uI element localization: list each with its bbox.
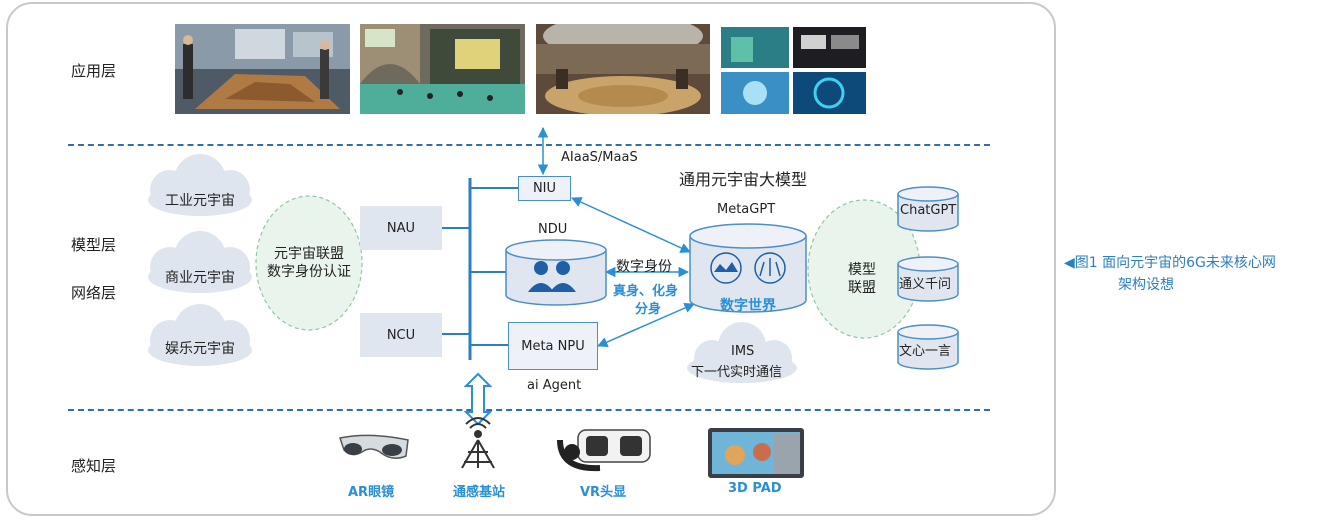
layer-label-application: 应用层 bbox=[71, 62, 117, 80]
ims-label-line1: IMS bbox=[731, 344, 755, 359]
metagpt-label: MetaGPT bbox=[717, 202, 776, 217]
layer-label-model: 模型层 bbox=[71, 236, 117, 254]
cloud-industrial: 工业元宇宙 bbox=[165, 193, 235, 209]
alliance-label: 元宇宙联盟 数字身份认证 bbox=[256, 245, 362, 281]
ndu-label: NDU bbox=[538, 222, 568, 237]
device-label-ar: AR眼镜 bbox=[348, 485, 395, 500]
device-label-vr: VR头显 bbox=[580, 485, 627, 500]
ncu-box: NCU bbox=[360, 313, 442, 357]
tongyi-label: 通义千问 bbox=[899, 277, 952, 292]
caption-line2: 架构设想 bbox=[1118, 277, 1174, 293]
meta-npu-box: Meta NPU bbox=[508, 322, 598, 370]
digital-world-label: 数字世界 bbox=[720, 298, 776, 314]
cloud-entertainment: 娱乐元宇宙 bbox=[165, 341, 235, 357]
general-model-label: 通用元宇宙大模型 bbox=[679, 170, 808, 189]
ims-label-line2: 下一代实时通信 bbox=[691, 365, 783, 380]
layer-label-network: 网络层 bbox=[71, 284, 117, 302]
clone-label: 分身 bbox=[635, 302, 662, 317]
application-photo-industrial bbox=[175, 24, 350, 114]
device-label-base-station: 通感基站 bbox=[453, 485, 506, 500]
application-photo-commercial bbox=[360, 24, 525, 114]
aiaas-label: AIaaS/MaaS bbox=[561, 150, 638, 165]
cloud-commercial: 商业元宇宙 bbox=[165, 270, 235, 286]
caption-marker: ◀ bbox=[1064, 255, 1075, 271]
nau-box: NAU bbox=[360, 206, 442, 250]
layer-label-perception: 感知层 bbox=[71, 457, 117, 475]
alliance-line2: 数字身份认证 bbox=[267, 264, 351, 280]
wenxin-label: 文心一言 bbox=[899, 344, 952, 359]
device-label-pad: 3D PAD bbox=[728, 481, 782, 496]
caption-line1: 图1 面向元宇宙的6G未来核心网 bbox=[1074, 255, 1276, 271]
ai-agent-label: ai Agent bbox=[527, 378, 582, 393]
chatgpt-label: ChatGPT bbox=[900, 203, 957, 218]
figure-caption: ◀图1 面向元宇宙的6G未来核心网 架构设想 bbox=[1064, 252, 1276, 296]
separator-top bbox=[68, 144, 990, 146]
model-alliance-line2: 联盟 bbox=[848, 280, 876, 296]
application-photo-entertainment bbox=[536, 24, 710, 114]
identity-types-label: 真身、化身 bbox=[613, 284, 679, 299]
application-photo-collage bbox=[721, 27, 866, 114]
digital-identity-label: 数字身份 bbox=[616, 259, 672, 275]
model-alliance-line1: 模型 bbox=[848, 262, 876, 278]
separator-bottom bbox=[68, 409, 990, 411]
niu-box: NIU bbox=[518, 176, 571, 201]
diagram-frame bbox=[6, 2, 1056, 516]
alliance-line1: 元宇宙联盟 bbox=[274, 246, 344, 262]
